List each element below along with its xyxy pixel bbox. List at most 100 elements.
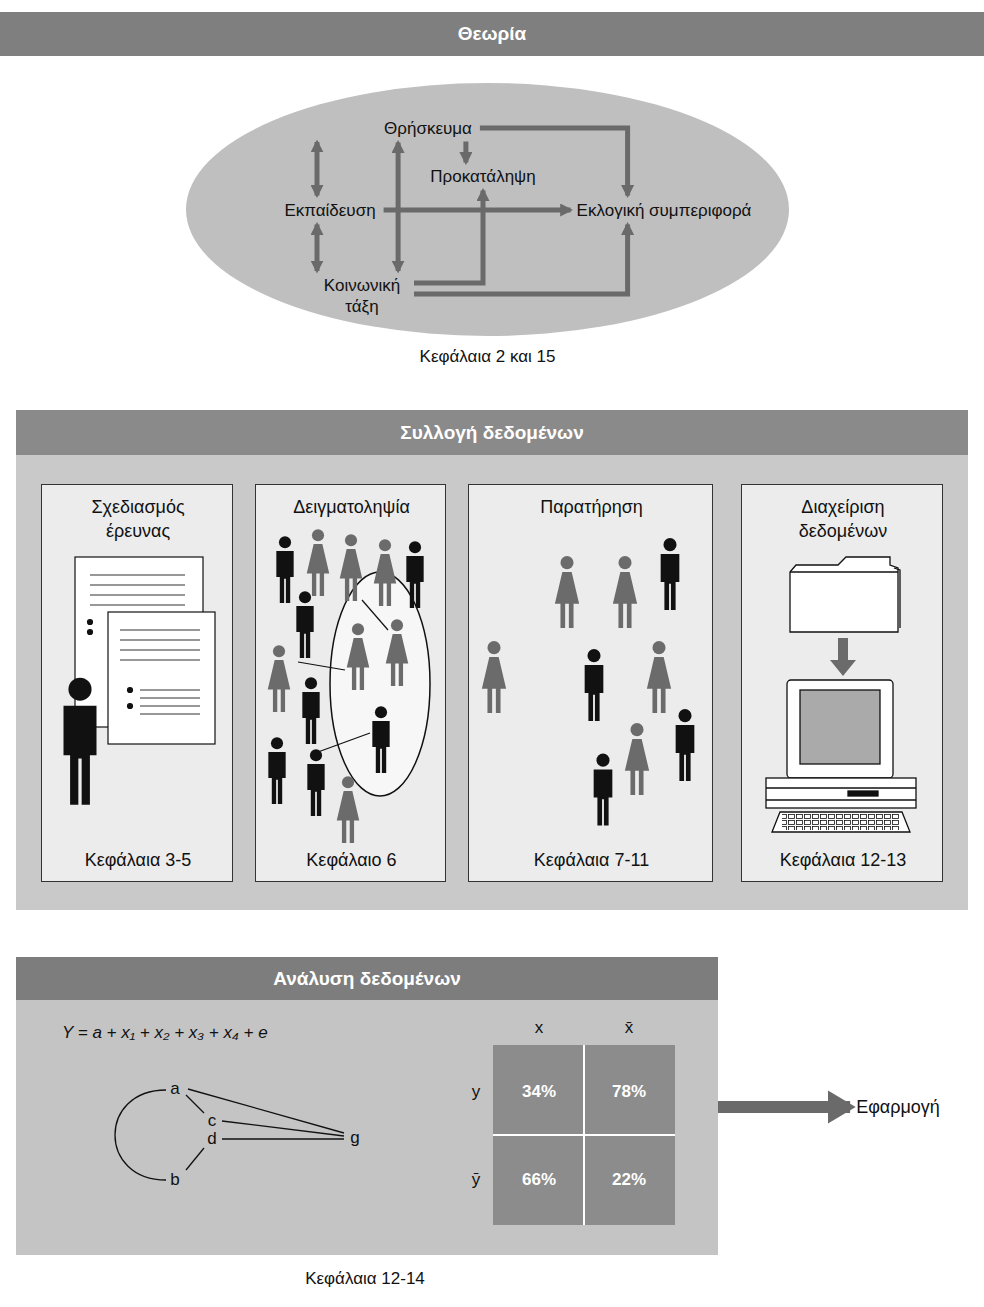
causal-arrow xyxy=(480,128,628,196)
section-title: Συλλογή δεδομένων xyxy=(16,410,968,455)
observed-women-part xyxy=(482,641,506,713)
population-men-part xyxy=(307,749,324,816)
ellipse-fill xyxy=(186,83,789,336)
documents-icon-part xyxy=(108,612,215,744)
folder-icon-part xyxy=(790,571,898,572)
documents-icon-part xyxy=(128,704,133,709)
folder-icon xyxy=(790,557,900,632)
population-men-part xyxy=(406,541,423,608)
crosstab-grid-part xyxy=(493,1134,675,1136)
down-arrow-part xyxy=(830,660,856,676)
documents-icon-part-part xyxy=(120,629,200,630)
observed-women-part xyxy=(555,556,579,628)
down-arrow-part xyxy=(838,638,848,662)
concept-node: Θρήσκευμα xyxy=(380,116,476,141)
graph-label: b xyxy=(170,1169,179,1191)
documents-icon-part-part xyxy=(140,713,200,714)
observed-women-part xyxy=(647,641,671,713)
causal-arrow xyxy=(414,191,483,284)
concept-text: Κοινωνική τάξη xyxy=(318,275,406,317)
causal-arrow xyxy=(315,142,320,196)
crosstab-grid xyxy=(493,1045,675,1225)
researcher-figure-part xyxy=(64,678,97,805)
graph-label: g xyxy=(350,1127,359,1149)
observed-men-part xyxy=(661,538,680,610)
observed-women-part xyxy=(613,556,637,628)
observed-women-part xyxy=(625,723,649,795)
sample-ellipse-part-part xyxy=(318,733,370,752)
chapter-label: Κεφάλαια 3-5 xyxy=(47,849,229,871)
table-cell: 66% xyxy=(522,1169,556,1191)
documents-icon-part xyxy=(88,620,93,625)
observed-men-part xyxy=(585,649,604,721)
concept-text: Θρήσκευμα xyxy=(384,118,472,139)
down-arrow xyxy=(830,638,856,676)
computer-icon-part xyxy=(766,778,916,808)
sample-ellipse-part-part xyxy=(362,600,388,630)
section-title: Ανάλυση δεδομένων xyxy=(16,957,718,1000)
graph-label: ȳ xyxy=(472,1169,481,1191)
graph-label: a xyxy=(170,1078,179,1100)
computer-icon xyxy=(766,680,916,832)
path-graph-part xyxy=(115,1090,166,1180)
population-women-part xyxy=(307,529,330,596)
population-women-part xyxy=(386,619,409,686)
documents-icon-part xyxy=(88,630,93,635)
documents-icon-part-part xyxy=(120,649,200,650)
path-graph-part xyxy=(186,1148,204,1170)
concept-node: Κοινωνική τάξη xyxy=(314,273,410,319)
chapter-label: Κεφάλαια 12-13 xyxy=(747,849,939,871)
documents-icon-part-part xyxy=(90,574,185,575)
folder-icon-part xyxy=(894,568,900,628)
block-arrow xyxy=(718,1101,850,1113)
observed-men-part xyxy=(676,709,695,781)
chapter-caption: Κεφάλαια 2 και 15 xyxy=(185,347,790,367)
documents-icon-part-part xyxy=(90,604,185,605)
documents-icon-part-part xyxy=(140,689,200,690)
graph-label: c xyxy=(208,1110,217,1132)
causal-arrow xyxy=(396,143,401,272)
computer-icon-part xyxy=(782,814,900,830)
concept-node: Εκπαίδευση xyxy=(280,198,379,223)
population-women xyxy=(268,529,409,843)
section-title: Θεωρία xyxy=(0,12,984,56)
chapter-caption: Κεφάλαια 12-14 xyxy=(215,1269,515,1289)
computer-icon-part xyxy=(766,799,916,800)
population-women-part xyxy=(337,776,360,843)
population-men-part xyxy=(296,591,313,658)
population-women-part xyxy=(340,534,363,601)
population-men-part xyxy=(302,677,319,744)
graph-label: x xyxy=(535,1017,544,1039)
concept-text: Εφαρμογή xyxy=(856,1097,940,1118)
documents-icon-part-part xyxy=(90,584,185,585)
folder-icon-part xyxy=(790,557,898,632)
documents-icon-part xyxy=(128,688,133,693)
stage-title: Διαχείριση δεδομένων xyxy=(778,495,908,543)
path-graph-part xyxy=(222,1138,344,1139)
graph-label: x̄ xyxy=(625,1017,634,1039)
concept-text: Εκλογική συμπεριφορά xyxy=(577,200,752,221)
documents-icon-part-part xyxy=(120,659,200,660)
table-cell: 22% xyxy=(612,1169,646,1191)
observed-men xyxy=(585,538,695,825)
concept-text: Εκπαίδευση xyxy=(284,200,375,221)
population-women-part xyxy=(268,645,291,712)
population-women-part xyxy=(347,623,370,690)
causal-arrow xyxy=(414,225,628,295)
documents-icon-part-part xyxy=(140,705,200,706)
table-cell: 78% xyxy=(612,1081,646,1103)
documents-icon-part-part xyxy=(140,697,200,698)
computer-icon-part xyxy=(848,791,878,796)
population-women-part xyxy=(374,539,397,606)
population-men-part xyxy=(372,706,389,773)
observed-men-part xyxy=(594,754,613,826)
documents-icon-part-part xyxy=(120,639,200,640)
population-men-part xyxy=(276,536,293,603)
graph-label: d xyxy=(207,1128,216,1150)
path-graph-part xyxy=(222,1121,344,1136)
concept-node: Προκατάληψη xyxy=(426,164,539,189)
documents-icon-part xyxy=(90,575,185,605)
documents-icon-part-part xyxy=(90,594,185,595)
table-cell: 34% xyxy=(522,1081,556,1103)
